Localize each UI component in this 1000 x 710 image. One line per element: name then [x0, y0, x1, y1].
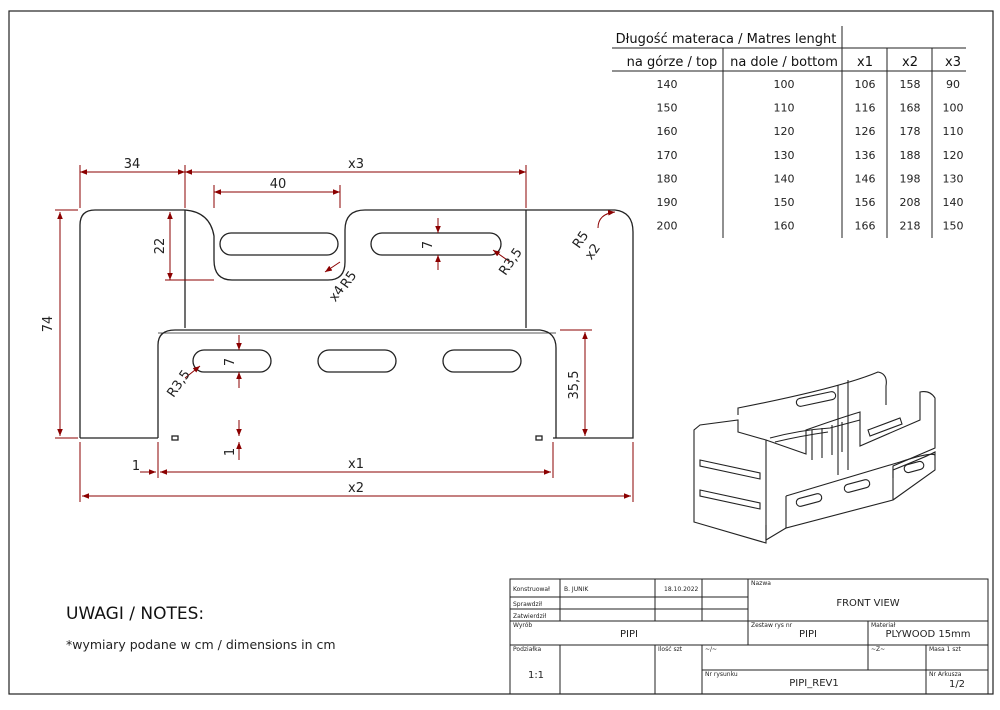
table-cell: 140 — [657, 78, 678, 91]
table-cell: 170 — [657, 149, 678, 162]
table-cell: 200 — [657, 220, 678, 233]
notes-heading: UWAGI / NOTES: — [66, 604, 204, 624]
table-col-x2: x2 — [902, 55, 918, 70]
tb-sprawdzil-label: Sprawdził — [513, 601, 542, 608]
tb-arkusz-value: 1/2 — [949, 679, 965, 690]
lower-bed-outline — [157, 329, 557, 438]
table-cell: 158 — [900, 78, 921, 91]
table-cell: 90 — [946, 78, 960, 91]
tb-masa-label: Masa 1 szt — [929, 646, 962, 653]
lower-slot-1 — [192, 349, 272, 373]
lower-slot-3 — [442, 349, 522, 373]
tb-wyrob-label: Wyrób — [513, 622, 532, 629]
table-cell: 208 — [900, 196, 921, 209]
tb-nr-rys-value: PIPI_REV1 — [789, 678, 838, 689]
handle-slot-right — [370, 232, 502, 256]
table-cell: 130 — [943, 172, 964, 185]
table-cell: 150 — [774, 196, 795, 209]
dim-7-top: 7 — [421, 241, 436, 249]
table-cell: 178 — [900, 125, 921, 138]
table-cell: 100 — [943, 102, 964, 115]
tb-konstruowal-label: Konstruował — [513, 586, 550, 593]
tb-wyrob-value: PIPI — [620, 629, 638, 640]
dim-355: 35,5 — [567, 371, 582, 400]
table-col-x3: x3 — [945, 55, 961, 70]
tb-zatwierdzil-label: Zatwierdził — [513, 613, 546, 620]
table-cell: 150 — [943, 220, 964, 233]
tb-nr-rys-label: Nr rysunku — [705, 671, 738, 678]
dimension-lines — [55, 165, 634, 502]
table-col-top: na górze / top — [627, 55, 718, 70]
table-cell: 110 — [943, 125, 964, 138]
tb-arkusz-label: Nr Arkusza — [929, 671, 962, 678]
tb-nazwa-label: Nazwa — [751, 580, 771, 587]
dim-x3: x3 — [348, 157, 364, 172]
tb-podzialka-label: Podziałka — [513, 646, 541, 653]
notes-line: *wymiary podane w cm / dimensions in cm — [66, 637, 336, 652]
table-cell: 146 — [855, 172, 876, 185]
table-cell: 188 — [900, 149, 921, 162]
table-cell: 120 — [774, 125, 795, 138]
foot-left — [171, 435, 179, 441]
table-cell: 140 — [943, 196, 964, 209]
tb-material-label: Materiał — [871, 622, 896, 629]
table-cell: 190 — [657, 196, 678, 209]
headboard-outline — [79, 209, 634, 439]
size-table — [612, 26, 966, 238]
table-cell: 166 — [855, 220, 876, 233]
table-cell: 218 — [900, 220, 921, 233]
tb-material-value: PLYWOOD 15mm — [885, 629, 970, 640]
table-cell: 180 — [657, 172, 678, 185]
table-body: 140 100 106 158 90 150 110 116 168 100 160 120 126 17… — [657, 78, 964, 233]
dim-r35-right: R3,5 — [496, 246, 525, 279]
dim-7-lower: 7 — [223, 358, 238, 366]
tb-zestaw-label: Zestaw rys nr — [751, 622, 793, 629]
dim-34: 34 — [124, 157, 141, 172]
dim-r35-lower: R3,5 — [164, 368, 193, 401]
sheet-border — [8, 10, 994, 695]
table-cell: 168 — [900, 102, 921, 115]
tb-sym2: ~Z~ — [871, 646, 885, 653]
table-cell: 160 — [774, 220, 795, 233]
dim-22: 22 — [153, 238, 168, 255]
table-cell: 126 — [855, 125, 876, 138]
lower-slot-2 — [317, 349, 397, 373]
table-title: Długość materaca / Matres lenght — [616, 32, 837, 47]
table-cell: 116 — [855, 102, 876, 115]
title-block — [509, 578, 989, 695]
isometric-view — [693, 371, 936, 544]
table-cell: 120 — [943, 149, 964, 162]
tb-podzialka-value: 1:1 — [528, 670, 544, 681]
table-cell: 100 — [774, 78, 795, 91]
tb-sym1: ~/~ — [705, 646, 717, 653]
table-cell: 110 — [774, 102, 795, 115]
table-cell: 198 — [900, 172, 921, 185]
dim-74: 74 — [41, 316, 56, 333]
dim-foot-1: 1 — [223, 448, 238, 456]
dim-x2: x2 — [348, 481, 364, 496]
tb-konstruowal-value: B. JUNIK — [564, 586, 589, 593]
tb-view-name: FRONT VIEW — [836, 598, 899, 609]
front-view — [79, 209, 634, 441]
table-col-x1: x1 — [857, 55, 873, 70]
dim-left-1: 1 — [132, 459, 140, 474]
tb-ilosc-label: Ilość szt — [658, 646, 683, 653]
table-cell: 136 — [855, 149, 876, 162]
table-cell: 150 — [657, 102, 678, 115]
handle-slot-left — [219, 232, 339, 256]
table-col-bottom: na dole / bottom — [730, 55, 838, 70]
table-cell: 140 — [774, 172, 795, 185]
tb-zestaw-value: PIPI — [799, 629, 817, 640]
foot-right — [535, 435, 543, 441]
table-cell: 130 — [774, 149, 795, 162]
tb-date: 18.10.2022 — [664, 586, 699, 593]
table-cell: 156 — [855, 196, 876, 209]
dim-x1: x1 — [348, 457, 364, 472]
dim-40: 40 — [270, 177, 287, 192]
table-cell: 106 — [855, 78, 876, 91]
table-cell: 160 — [657, 125, 678, 138]
